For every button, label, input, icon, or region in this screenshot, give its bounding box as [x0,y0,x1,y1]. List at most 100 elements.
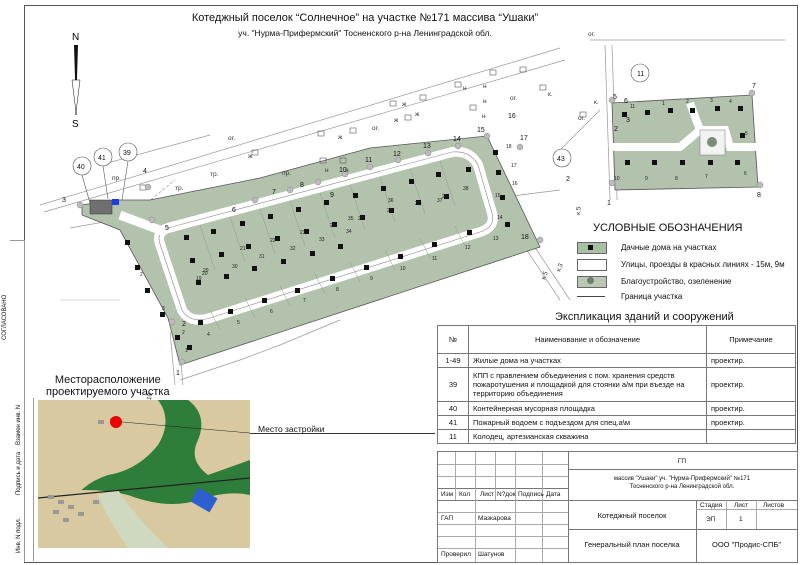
legend-tree-icon [587,277,594,284]
stamp-drawing: Генеральный план поселка [584,540,680,549]
expl-num: 41 [437,415,469,430]
point-label: 8 [300,182,304,189]
svg-text:6: 6 [270,309,273,315]
svg-text:20: 20 [202,271,208,277]
point-label-group: 3 4 5 6 7 8 9 10 11 12 13 14 15 16 17 18… [62,71,761,377]
legend-item: Благоустройство, озеленение [577,276,797,288]
page-subtitle: уч. "Нурма-Прифермский" Тосненского р-на… [238,28,492,38]
stamp-stage-header: Стадия [700,502,723,509]
point-label: 2 [614,126,618,133]
svg-text:5: 5 [745,131,748,137]
expl-num: 39 [437,367,469,402]
svg-text:35: 35 [348,216,354,222]
svg-text:пр.: пр. [282,170,291,177]
svg-text:8: 8 [675,176,678,182]
stamp-project: Котеджный поселок [597,511,667,520]
point-label: 14 [453,136,461,143]
svg-text:14: 14 [497,215,503,221]
explication-title: Экспликация зданий и сооружений [555,311,734,323]
point-label: 9 [330,192,334,199]
location-marker-label: Место застройки [258,424,325,434]
svg-text:36: 36 [388,198,394,204]
svg-text:3: 3 [162,306,165,312]
svg-text:ог.: ог. [578,115,585,122]
marker-leader-line [250,433,435,434]
svg-text:тр.: тр. [175,185,184,192]
location-map [38,400,250,548]
svg-text:ог.: ог. [372,125,379,132]
svg-text:н: н [325,167,329,174]
svg-text:н: н [463,85,467,92]
point-label: 6 [232,207,236,214]
svg-text:16: 16 [512,181,518,187]
point-label: 6 [624,98,628,105]
location-title-line1: Месторасположение [54,374,161,386]
point-label: 15 [477,127,485,134]
point-label: 18 [521,234,529,241]
legend-item: Граница участка [577,291,797,303]
legend-swatch-roads [577,259,607,271]
stamp-gap-name: Мазкарова [478,515,511,522]
svg-text:25: 25 [358,216,364,222]
svg-text:28: 28 [442,194,448,200]
svg-text:3: 3 [710,98,713,104]
site-boundary [81,135,541,366]
svg-text:30: 30 [232,264,238,270]
point-label: 8 [757,192,761,199]
callout-label: 41 [98,155,106,162]
expl-note: проектир. [706,353,796,368]
svg-text:ж: ж [402,101,407,108]
svg-text:ж: ж [338,134,343,141]
svg-text:31: 31 [259,254,265,260]
svg-text:к.5: к.5 [540,270,550,281]
east-site [611,94,759,191]
svg-text:к.3: к.3 [555,262,565,273]
stamp-company: ООО "Продис-СПБ" [711,540,782,549]
point-label: 3 [62,197,66,204]
stamp-header: Дата [546,491,561,498]
expl-note: проектир. [706,401,796,416]
svg-text:ог.: ог. [228,135,235,142]
point-label: 5 [165,225,169,232]
legend-text: Дачные дома на участках [621,243,717,252]
svg-text:29: 29 [203,268,209,274]
svg-text:19: 19 [196,276,202,282]
callout-label: 43 [557,156,565,163]
svg-text:2: 2 [686,99,689,105]
svg-text:37: 37 [437,198,443,204]
callouts [72,63,650,204]
svg-text:1: 1 [662,101,665,107]
svg-text:7: 7 [303,298,306,304]
point-label: 7 [752,83,756,90]
lot-numbers: 1 2 3 4 5 6 7 8 9 10 11 12 13 14 15 16 1… [140,144,518,354]
east-lot-numbers: 10 9 8 7 6 5 4 3 2 1 11 [614,98,748,182]
point-label: 4 [143,168,147,175]
expl-name: КПП с правлением объединения с пом. хран… [468,367,707,402]
svg-text:к.5: к.5 [575,206,583,215]
page-title: Котеджный поселок “Солнечное” на участке… [191,12,539,24]
svg-text:21: 21 [240,246,246,252]
stamp-checked-name: Шатунов [478,551,505,558]
stamp-code: ГП [677,458,687,465]
svg-text:6: 6 [744,171,747,177]
legend-text: Граница участка [621,292,683,301]
section-labels: к.10 к.5 к.5 к.3 [145,206,583,405]
expl-header-num: № [437,325,469,354]
svg-text:к.10: к.10 [145,392,154,405]
expl-note: проектир. [706,415,796,430]
svg-text:ж: ж [415,111,420,118]
expl-note: проектир. [706,367,796,402]
callout-label: 40 [77,164,85,171]
legend-boundary-line [577,296,605,297]
location-title: Месторасположение проектируемого участка [46,374,170,398]
stamp-sheet: 1 [739,516,743,523]
stamp-header: Подпись [518,491,544,498]
point-label: 1 [607,200,611,207]
compass-north: N [72,32,79,43]
svg-text:15: 15 [495,193,501,199]
svg-text:33: 33 [319,237,325,243]
svg-text:2: 2 [182,330,185,336]
svg-text:8: 8 [336,287,339,293]
compass: N S [71,32,81,130]
